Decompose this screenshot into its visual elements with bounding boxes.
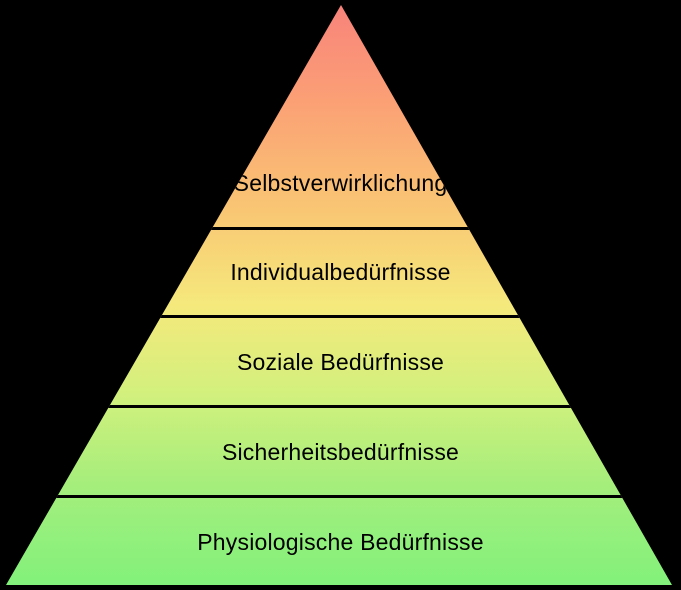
level-divider-3: [6, 405, 672, 408]
level-label-individualbeduerfnisse: Individualbedürfnisse: [230, 259, 451, 285]
level-label-selbstverwirklichung: Selbstverwirklichung: [233, 170, 448, 196]
level-divider-1: [6, 227, 672, 230]
level-label-sicherheitsbeduerfnisse: Sicherheitsbedürfnisse: [221, 439, 460, 465]
level-label-soziale-beduerfnisse: Soziale Bedürfnisse: [236, 349, 445, 375]
level-divider-4: [6, 495, 672, 498]
level-divider-2: [6, 315, 672, 318]
level-label-physiologische-beduerfnisse: Physiologische Bedürfnisse: [197, 529, 484, 555]
